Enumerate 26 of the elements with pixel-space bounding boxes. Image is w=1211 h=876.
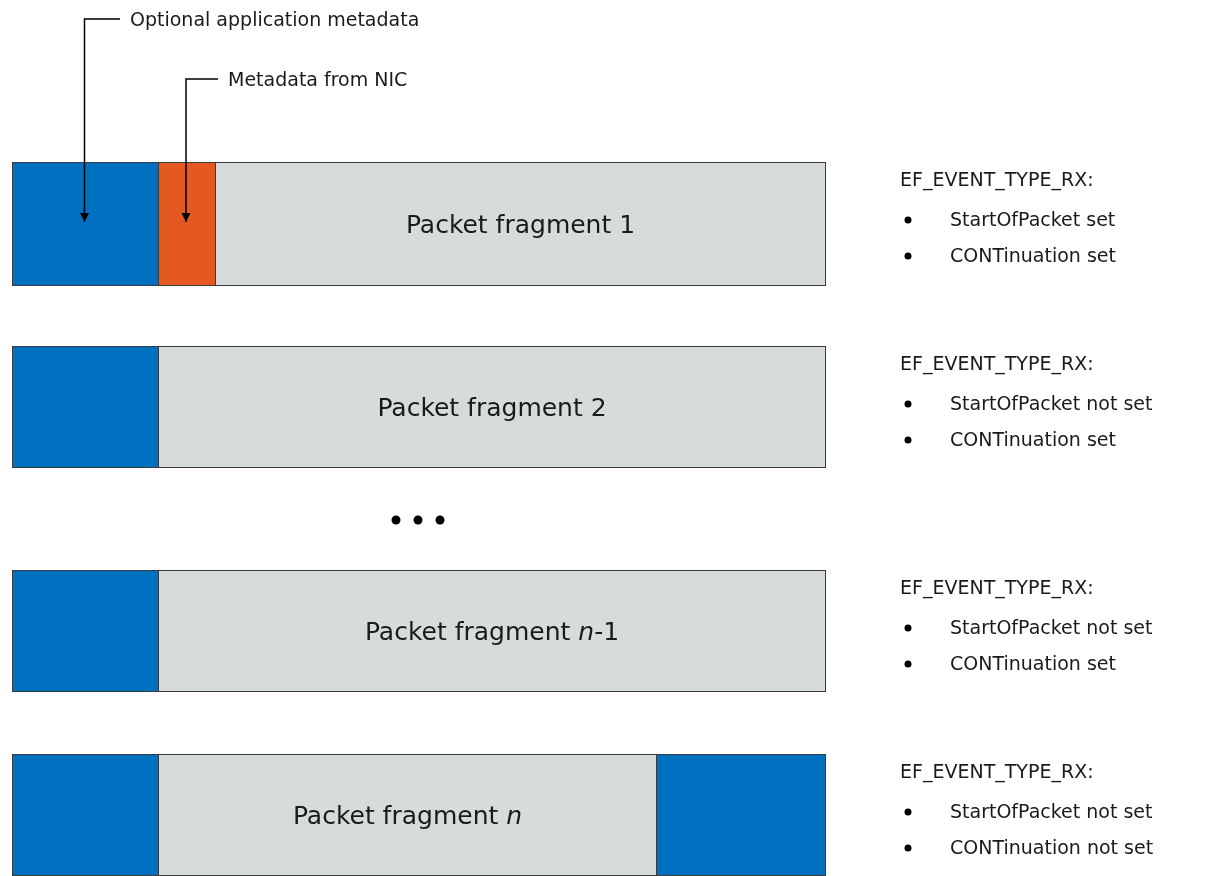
- leader-text: Metadata from NIC: [228, 68, 408, 90]
- event-type-label: EF_EVENT_TYPE_RX:: [900, 760, 1094, 782]
- event-type-label: EF_EVENT_TYPE_RX:: [900, 352, 1094, 374]
- list-item-text: CONTinuation set: [950, 652, 1116, 674]
- list-item-text: StartOfPacket not set: [950, 392, 1153, 414]
- event-type-label: EF_EVENT_TYPE_RX:: [900, 168, 1094, 190]
- list-item-text: StartOfPacket not set: [950, 616, 1153, 638]
- event-type-label: EF_EVENT_TYPE_RX:: [900, 576, 1094, 598]
- nic-metadata-block: [158, 162, 216, 286]
- leader-line: [181, 78, 219, 223]
- packet-fragment-box: Packet fragment 1: [215, 162, 826, 286]
- metadata-block: [12, 754, 159, 876]
- list-item-text: CONTinuation not set: [950, 836, 1154, 858]
- metadata-block: [12, 162, 159, 286]
- list-item-text: CONTinuation set: [950, 244, 1116, 266]
- metadata-block: [12, 346, 159, 468]
- metadata-block: [656, 754, 826, 876]
- list-item-text: StartOfPacket set: [950, 208, 1116, 230]
- list-item-text: CONTinuation set: [950, 428, 1116, 450]
- packet-fragment-box: Packet fragment n-1: [158, 570, 826, 692]
- leader-text: Optional application metadata: [130, 8, 420, 30]
- packet-fragment-box: Packet fragment n: [158, 754, 657, 876]
- leader-line: [80, 18, 121, 223]
- metadata-block: [12, 570, 159, 692]
- packet-fragment-box: Packet fragment 2: [158, 346, 826, 468]
- list-item-text: StartOfPacket not set: [950, 800, 1153, 822]
